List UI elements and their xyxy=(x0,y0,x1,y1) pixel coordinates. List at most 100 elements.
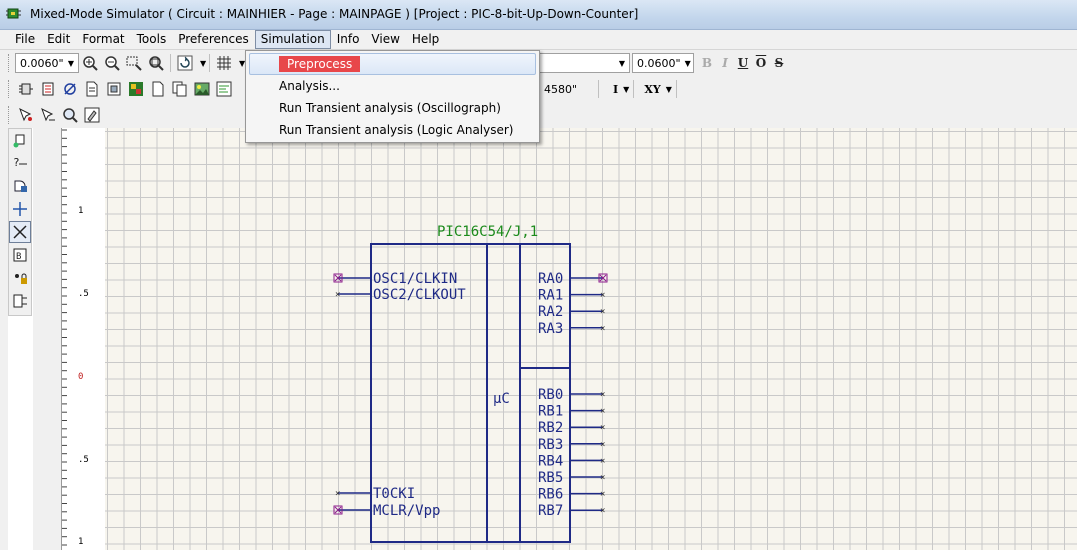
menu-item-run-oscillograph[interactable]: Run Transient analysis (Oscillograph) xyxy=(279,101,501,115)
menu-preferences[interactable]: Preferences xyxy=(178,32,249,46)
place-bus-icon[interactable]: B xyxy=(9,244,31,266)
pin-ra0-marker-x2 xyxy=(599,274,607,282)
pin-rb2-end: × xyxy=(600,423,605,433)
lock-icon[interactable] xyxy=(9,267,31,289)
text-style-dropdown[interactable]: I xyxy=(613,82,619,96)
menu-bar: File Edit Format Tools Preferences Simul… xyxy=(0,30,1077,50)
pin-rb2-label: RB2 xyxy=(538,420,563,436)
chevron-down-icon: ▼ xyxy=(684,58,691,68)
left-gutter-2 xyxy=(33,128,61,550)
place-text-icon[interactable]: ? xyxy=(9,152,31,174)
menu-item-analysis[interactable]: Analysis... xyxy=(279,79,340,93)
bus-icon[interactable] xyxy=(38,79,58,99)
pin-ra3-end: × xyxy=(600,324,605,334)
zoom-out-icon[interactable] xyxy=(102,53,122,73)
zoom-in-icon[interactable] xyxy=(80,53,100,73)
menu-tools[interactable]: Tools xyxy=(136,32,167,46)
menu-view[interactable]: View xyxy=(371,32,400,46)
text-size-combo[interactable]: 0.0600" ▼ xyxy=(632,53,694,73)
toolbar-row-1-right: ▼ 0.0600" ▼ B I U O S xyxy=(538,51,788,75)
copy-pages-icon[interactable] xyxy=(170,79,190,99)
pin-rb5-label: RB5 xyxy=(538,470,563,486)
menu-edit[interactable]: Edit xyxy=(47,32,71,46)
overline-button[interactable]: O xyxy=(755,56,767,70)
toolbar-separator xyxy=(170,54,171,72)
bold-button[interactable]: B xyxy=(701,56,713,70)
colored-parts-icon[interactable] xyxy=(126,79,146,99)
pin-ra1-end: × xyxy=(600,291,605,301)
italic-button[interactable]: I xyxy=(722,56,728,70)
grid-size-combo[interactable]: 0.0060" ▼ xyxy=(15,53,79,73)
pin-osc1-clkin-label: OSC1/CLKIN xyxy=(373,271,457,287)
pin-osc2-clkout-end: × xyxy=(335,290,340,300)
pin-osc2-clkout-label: OSC2/CLKOUT xyxy=(373,287,466,303)
document-icon[interactable] xyxy=(82,79,102,99)
app-icon xyxy=(6,7,22,22)
pin-t0cki-label: T0CKI xyxy=(373,486,415,502)
menu-item-run-logic-analyser[interactable]: Run Transient analysis (Logic Analyser) xyxy=(279,123,514,137)
place-gate-icon[interactable] xyxy=(9,175,31,197)
toolbar-grip[interactable] xyxy=(8,106,11,124)
underline-button[interactable]: U xyxy=(737,56,749,70)
highlight-net-icon[interactable] xyxy=(82,105,102,125)
move-icon[interactable] xyxy=(9,198,31,220)
pin-ra2-end: × xyxy=(600,307,605,317)
menu-file[interactable]: File xyxy=(15,32,36,46)
place-part-icon[interactable] xyxy=(9,129,31,151)
schematic-drawing: PIC16C54/J,1 µC OSC1/CLKIN×OSC2/CLKOUT×T… xyxy=(333,224,608,543)
pin-rb5-end: × xyxy=(600,473,605,483)
ruler-label: 1 xyxy=(78,206,83,216)
microcontroller-label: µC xyxy=(493,391,510,407)
refresh-dropdown-icon[interactable]: ▼ xyxy=(200,58,207,68)
grid-dropdown-icon[interactable]: ▼ xyxy=(239,58,246,68)
pin-ra0-label: RA0 xyxy=(538,271,563,287)
menu-help[interactable]: Help xyxy=(411,32,440,46)
toolbar-separator xyxy=(598,80,599,98)
zoom-area-icon[interactable] xyxy=(124,53,144,73)
pin-mclr-vpp-marker xyxy=(333,505,343,515)
menu-item-preprocess-label: Preprocess xyxy=(279,56,361,72)
window-title: Mixed-Mode Simulator ( Circuit : MAINHIE… xyxy=(30,7,639,21)
toolbar-separator xyxy=(675,80,677,98)
menu-info[interactable]: Info xyxy=(336,32,360,46)
font-combo[interactable]: ▼ xyxy=(538,53,630,73)
select-pin-icon[interactable] xyxy=(16,105,36,125)
menu-item-preprocess[interactable]: Preprocess xyxy=(249,53,536,75)
chevron-down-icon: ▼ xyxy=(67,58,74,68)
refresh-icon[interactable] xyxy=(175,53,195,73)
pin-mclr-vpp-marker-x2 xyxy=(334,506,342,514)
page-icon[interactable] xyxy=(148,79,168,99)
pin-rb3-label: RB3 xyxy=(538,437,563,453)
toolbar-grip[interactable] xyxy=(8,54,11,72)
frame-icon[interactable] xyxy=(104,79,124,99)
toolbar-grip[interactable] xyxy=(8,80,11,98)
ic-body[interactable] xyxy=(370,243,571,543)
grid-icon[interactable] xyxy=(214,53,234,73)
schematic-canvas[interactable]: PIC16C54/J,1 µC OSC1/CLKIN×OSC2/CLKOUT×T… xyxy=(105,128,1077,550)
strikethrough-button[interactable]: S xyxy=(774,56,784,70)
select-wire-icon[interactable] xyxy=(38,105,58,125)
wire-tool-icon[interactable] xyxy=(9,221,31,243)
xy-dropdown[interactable]: XY xyxy=(644,82,661,96)
pin-osc1-clkin-marker-x2 xyxy=(334,274,342,282)
component-icon[interactable] xyxy=(16,79,36,99)
chevron-down-icon[interactable]: ▼ xyxy=(665,84,672,94)
chevron-down-icon[interactable]: ▼ xyxy=(623,84,630,94)
search-icon[interactable] xyxy=(60,105,80,125)
pin-osc1-clkin-marker xyxy=(333,273,343,283)
netlist-icon[interactable] xyxy=(214,79,234,99)
chevron-down-icon: ▼ xyxy=(618,58,625,68)
pin-rb7-end: × xyxy=(600,506,605,516)
text-size-value: 0.0600" xyxy=(637,56,681,70)
menu-simulation[interactable]: Simulation xyxy=(254,30,331,49)
zoom-fit-icon[interactable] xyxy=(146,53,166,73)
image-icon[interactable] xyxy=(192,79,212,99)
place-connector-icon[interactable] xyxy=(9,290,31,312)
title-bar: Mixed-Mode Simulator ( Circuit : MAINHIE… xyxy=(0,0,1077,30)
coordinate-field[interactable]: 4580" xyxy=(540,79,592,99)
menu-format[interactable]: Format xyxy=(82,32,125,46)
ruler-label: 0 xyxy=(78,372,83,382)
probe-icon[interactable] xyxy=(60,79,80,99)
pin-rb7-label: RB7 xyxy=(538,503,563,519)
